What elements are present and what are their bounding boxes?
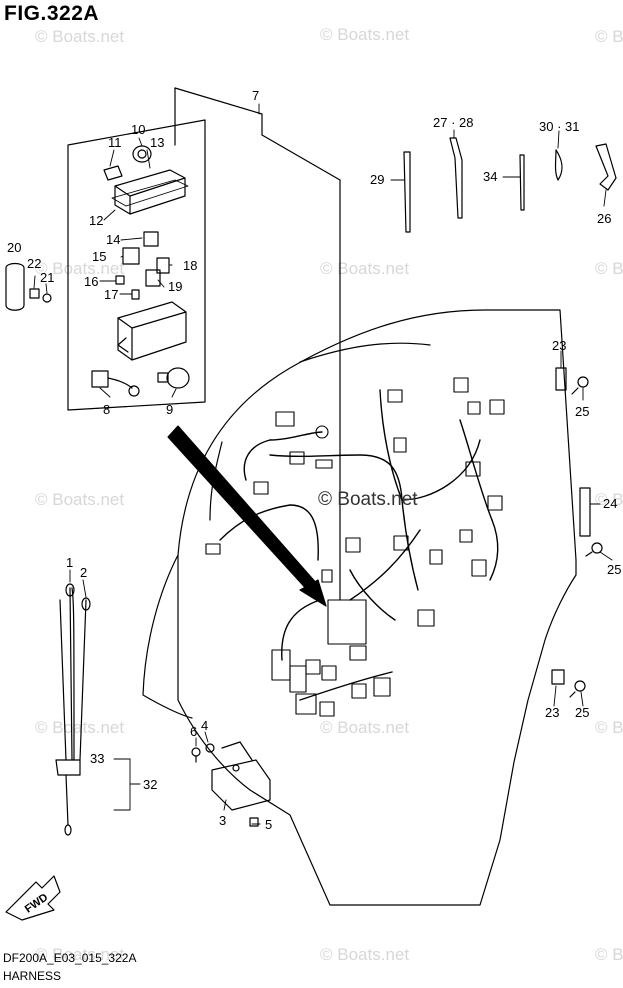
callout-20: 20 — [7, 240, 21, 255]
part-34-tie — [519, 154, 525, 211]
callout-27-28: 27 · 28 — [433, 115, 473, 130]
callout-17: 17 — [104, 287, 118, 302]
callout-7: 7 — [252, 88, 259, 103]
callout-1: 1 — [66, 555, 73, 570]
callout-25: 25 — [607, 562, 621, 577]
callout-25: 25 — [575, 404, 589, 419]
engine-cover — [142, 309, 577, 906]
watermark-text: © Boats.net — [320, 945, 409, 964]
callout-14: 14 — [106, 232, 120, 247]
part-11-clip — [103, 165, 123, 181]
callout-16: 16 — [84, 274, 98, 289]
callout-23: 23 — [545, 705, 559, 720]
part-21-washer — [42, 293, 52, 303]
fwd-arrow-icon: FWD — [5, 875, 61, 921]
cable-set-32-33 — [55, 583, 91, 836]
callout-25: 25 — [575, 705, 589, 720]
part-4-nut — [205, 743, 215, 753]
part-24-bracket — [579, 487, 591, 537]
callout-9: 9 — [166, 402, 173, 417]
callout-12: 12 — [89, 213, 103, 228]
wiring-harness — [219, 389, 499, 701]
part-22-nut — [29, 288, 40, 299]
part-26-bracket — [595, 143, 617, 191]
callout-labels: 7 10 11 13 12 14 15 16 17 18 19 8 9 20 2… — [7, 88, 621, 832]
watermark-text: © Boats.net — [595, 259, 623, 278]
part-6-bolt — [191, 747, 201, 763]
watermark-text: © Boats.net — [595, 718, 623, 737]
watermarks: © Boats.net © Boats.net © Boats.net © Bo… — [35, 25, 623, 964]
callout-15: 15 — [92, 249, 106, 264]
part-29-tie — [403, 151, 411, 233]
part-14-relay — [143, 231, 159, 247]
callout-30-31: 30 · 31 — [539, 119, 579, 134]
callout-26: 26 — [597, 211, 611, 226]
callout-22: 22 — [27, 256, 41, 271]
watermark-text: © Boats.net — [595, 945, 623, 964]
part-16-fuse — [115, 275, 125, 285]
watermark-text: © Boats.net — [595, 27, 623, 46]
part-3-bracket — [211, 741, 271, 811]
figure-title: FIG.322A — [4, 2, 100, 25]
part-8-cap — [91, 370, 140, 397]
part-15-relay — [122, 247, 140, 265]
part-30-clip — [554, 149, 563, 181]
callout-24: 24 — [603, 496, 617, 511]
callout-4: 4 — [201, 718, 208, 733]
callout-19: 19 — [168, 279, 182, 294]
fuse-box-body — [117, 301, 187, 361]
watermark-center: © Boats.net — [318, 489, 418, 510]
callout-18: 18 — [183, 258, 197, 273]
watermark-text: © Boats.net — [320, 718, 409, 737]
part-5-nut — [249, 817, 259, 827]
callout-6: 6 — [190, 724, 197, 739]
callout-8: 8 — [103, 402, 110, 417]
part-25-bolt — [569, 680, 586, 698]
exploded-view-box — [67, 87, 341, 601]
part-27-clamp — [449, 137, 463, 219]
callout-leaders — [33, 103, 613, 825]
part-18-relay — [156, 257, 170, 274]
pointer-arrow — [167, 425, 327, 607]
part-25-bolt — [571, 376, 589, 395]
watermark-text: © Boats.net — [35, 27, 124, 46]
callout-21: 21 — [40, 270, 54, 285]
callout-11: 11 — [108, 135, 122, 150]
part-13-cover — [114, 169, 186, 215]
figure-name: HARNESS — [3, 969, 62, 983]
callout-29: 29 — [370, 172, 384, 187]
part-19-fuse-block — [145, 269, 161, 287]
connectors — [205, 377, 505, 717]
watermark-text: © Boats.net — [35, 259, 124, 278]
callout-32: 32 — [143, 777, 157, 792]
watermark-text: © Boats.net — [595, 490, 623, 509]
watermark-text: © Boats.net — [320, 259, 409, 278]
figure-code: DF200A_E03_015_322A — [3, 951, 137, 965]
callout-3: 3 — [219, 813, 226, 828]
callout-10: 10 — [131, 122, 145, 137]
callout-34: 34 — [483, 169, 497, 184]
watermark-text: © Boats.net — [320, 25, 409, 44]
watermark-text: © Boats.net — [35, 718, 124, 737]
part-12-gasket — [111, 179, 189, 207]
callout-2: 2 — [80, 565, 87, 580]
watermark-text: © Boats.net — [35, 945, 124, 964]
part-9-grommet — [157, 367, 190, 389]
part-23-clip — [551, 669, 565, 685]
part-25-bolt — [585, 542, 603, 557]
part-17-fuse — [131, 289, 140, 300]
callout-13: 13 — [150, 135, 164, 150]
part-20-cap — [5, 262, 25, 311]
callout-33: 33 — [90, 751, 104, 766]
watermark-text: © Boats.net — [35, 490, 124, 509]
callout-5: 5 — [265, 817, 272, 832]
callout-23: 23 — [552, 338, 566, 353]
